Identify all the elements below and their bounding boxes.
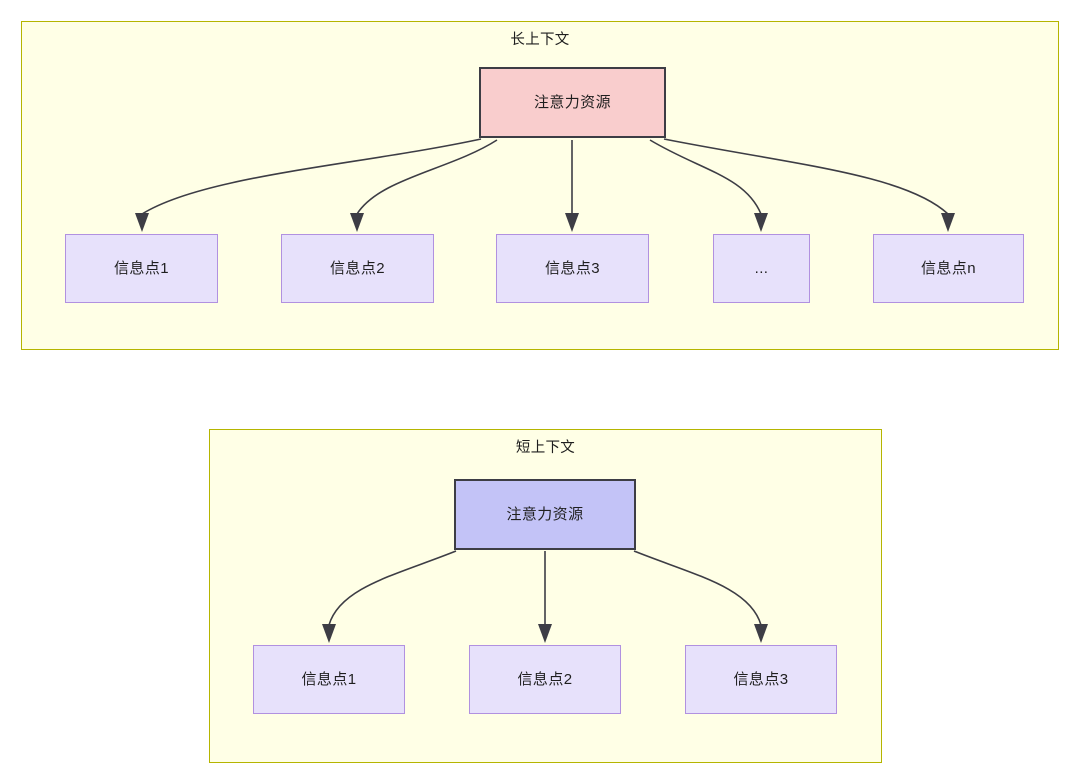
node-info-point-ellipsis[interactable]: ... bbox=[713, 234, 810, 303]
node-info-point-1-short[interactable]: 信息点1 bbox=[253, 645, 405, 714]
node-attention-resource-short[interactable]: 注意力资源 bbox=[454, 479, 636, 550]
node-info-point-2-short[interactable]: 信息点2 bbox=[469, 645, 621, 714]
node-info-point-3-long[interactable]: 信息点3 bbox=[496, 234, 649, 303]
group-long-context-title: 长上下文 bbox=[510, 32, 570, 48]
node-info-point-1-long[interactable]: 信息点1 bbox=[65, 234, 218, 303]
group-short-context-title: 短上下文 bbox=[515, 440, 576, 456]
node-info-point-3-short[interactable]: 信息点3 bbox=[685, 645, 837, 714]
node-info-point-n-long[interactable]: 信息点n bbox=[873, 234, 1024, 303]
node-attention-resource-long[interactable]: 注意力资源 bbox=[479, 67, 666, 138]
node-info-point-2-long[interactable]: 信息点2 bbox=[281, 234, 434, 303]
